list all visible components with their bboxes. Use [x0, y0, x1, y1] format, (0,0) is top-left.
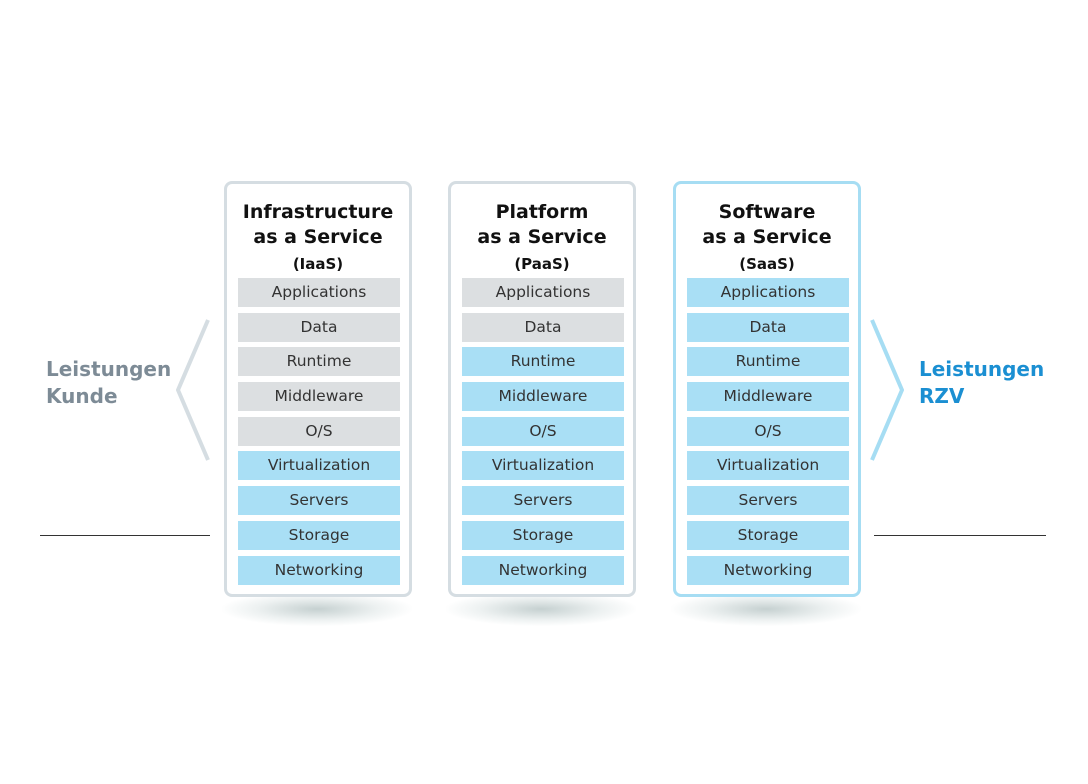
layer-applications: Applications — [462, 278, 624, 307]
column-title: Infrastructure as a Service (IaaS) — [227, 200, 409, 277]
customer-label-line1: Leistungen — [46, 357, 172, 381]
layer-o-s: O/S — [462, 416, 624, 446]
column-title-line2: as a Service — [702, 226, 832, 248]
layer-virtualization: Virtualization — [238, 451, 400, 481]
layer-data: Data — [238, 312, 400, 342]
column-shadow — [671, 592, 861, 626]
layer-runtime: Runtime — [462, 347, 624, 377]
layer-virtualization: Virtualization — [687, 451, 849, 481]
layer-o-s: O/S — [238, 416, 400, 446]
layer-middleware: Middleware — [687, 382, 849, 412]
left-bracket-icon — [176, 319, 210, 461]
layer-data: Data — [687, 312, 849, 342]
layer-storage: Storage — [462, 520, 624, 550]
provider-label-line1: Leistungen — [919, 357, 1045, 381]
column-title-line1: Software — [718, 201, 816, 223]
layer-runtime: Runtime — [687, 347, 849, 377]
layer-storage: Storage — [238, 520, 400, 550]
layer-storage: Storage — [687, 520, 849, 550]
provider-services-label: Leistungen RZV — [919, 356, 1044, 410]
column-shadow — [446, 592, 636, 626]
iaas-column: Infrastructure as a Service (IaaS) Appli… — [224, 181, 412, 597]
provider-label-line2: RZV — [919, 384, 965, 408]
layer-networking: Networking — [238, 555, 400, 585]
layer-applications: Applications — [687, 278, 849, 307]
layer-applications: Applications — [238, 278, 400, 307]
column-shadow — [222, 592, 412, 626]
paas-column: Platform as a Service (PaaS) Application… — [448, 181, 636, 597]
column-title-line1: Infrastructure — [242, 201, 394, 223]
layer-networking: Networking — [462, 555, 624, 585]
column-title-abbr: (PaaS) — [514, 255, 570, 273]
layer-servers: Servers — [462, 486, 624, 516]
column-title-abbr: (IaaS) — [292, 255, 344, 273]
column-title-line2: as a Service — [253, 226, 383, 248]
right-bracket-icon — [870, 319, 904, 461]
layer-middleware: Middleware — [238, 382, 400, 412]
column-title-line2: as a Service — [477, 226, 607, 248]
layer-servers: Servers — [687, 486, 849, 516]
customer-services-label: Leistungen Kunde — [46, 356, 171, 410]
baseline-right — [874, 535, 1046, 536]
baseline-left — [40, 535, 210, 536]
column-title: Platform as a Service (PaaS) — [451, 200, 633, 277]
customer-label-line2: Kunde — [46, 384, 118, 408]
layer-servers: Servers — [238, 486, 400, 516]
column-title: Software as a Service (SaaS) — [676, 200, 858, 277]
layer-runtime: Runtime — [238, 347, 400, 377]
column-title-line1: Platform — [495, 201, 589, 223]
layer-data: Data — [462, 312, 624, 342]
column-title-abbr: (SaaS) — [739, 255, 795, 273]
saas-column: Software as a Service (SaaS) Application… — [673, 181, 861, 597]
layer-networking: Networking — [687, 555, 849, 585]
layer-middleware: Middleware — [462, 382, 624, 412]
layer-virtualization: Virtualization — [462, 451, 624, 481]
layer-o-s: O/S — [687, 416, 849, 446]
